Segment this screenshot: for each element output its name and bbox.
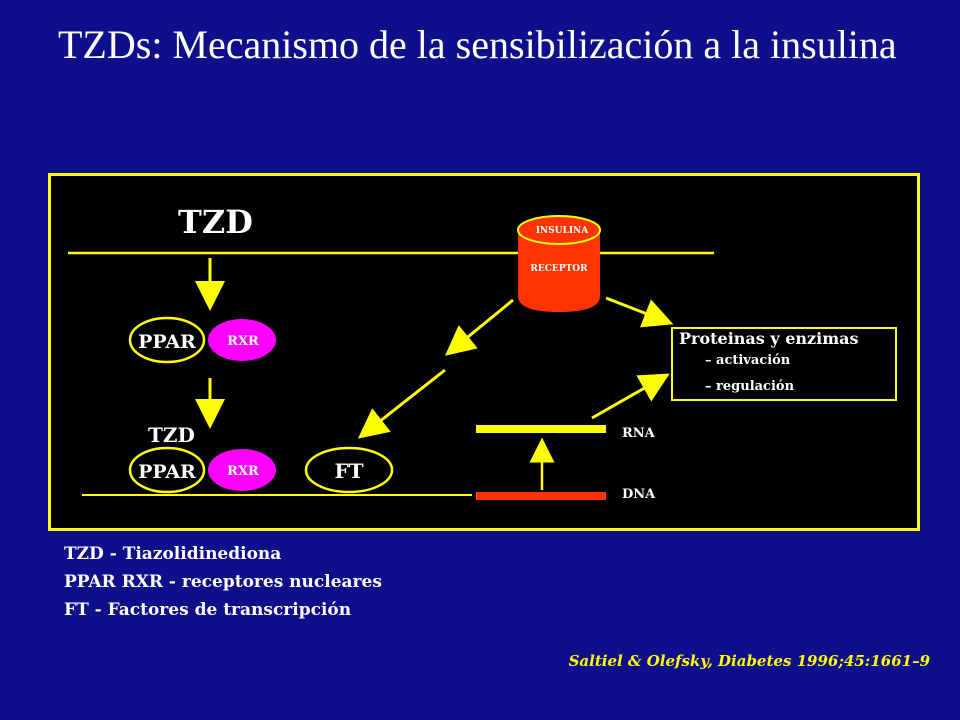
receptor-label: RECEPTOR bbox=[530, 264, 588, 274]
arrow-receptor-to-ft-1 bbox=[445, 298, 514, 356]
legend: TZD - Tiazolidinediona PPAR RXR - recept… bbox=[64, 540, 382, 624]
ppar-top-label: PPAR bbox=[138, 331, 196, 353]
insulin-receptor: INSULINA RECEPTOR bbox=[517, 215, 601, 312]
ft-label: FT bbox=[334, 459, 363, 483]
rxr-top-shape bbox=[208, 319, 276, 361]
proteins-box bbox=[671, 327, 897, 401]
ppar-bottom-label: PPAR bbox=[138, 461, 196, 483]
rxr-top-label: RXR bbox=[227, 334, 259, 349]
rxr-bottom-shape bbox=[208, 449, 276, 491]
dna-label: DNA bbox=[622, 487, 656, 502]
legend-item-ppar-rxr: PPAR RXR - receptores nucleares bbox=[64, 572, 382, 592]
arrow-rna-to-proteins bbox=[591, 373, 670, 420]
citation: Saltiel & Olefsky, Diabetes 1996;45:1661… bbox=[568, 652, 930, 670]
tzd-top-label: TZD bbox=[178, 203, 253, 241]
insulina-label: INSULINA bbox=[536, 226, 590, 236]
ppar-bottom-shape bbox=[128, 446, 206, 494]
proteins-item-activation: – activación bbox=[705, 353, 791, 368]
rna-label: RNA bbox=[622, 426, 656, 441]
proteins-item-regulation: – regulación bbox=[705, 379, 795, 394]
proteins-title: Proteinas y enzimas bbox=[679, 329, 859, 348]
ft-shape bbox=[304, 446, 394, 494]
arrow-receptor-to-ft-2 bbox=[357, 368, 446, 439]
ppar-top-shape bbox=[128, 316, 206, 364]
legend-item-tzd: TZD - Tiazolidinediona bbox=[64, 544, 282, 564]
rna-bar bbox=[476, 425, 606, 433]
tzd-bound-label: TZD bbox=[148, 423, 195, 447]
arrow-receptor-to-proteins bbox=[605, 296, 674, 328]
slide-title: TZDs: Mecanismo de la sensibilización a … bbox=[58, 22, 897, 67]
rxr-bottom-label: RXR bbox=[227, 464, 259, 479]
dna-bar bbox=[476, 492, 606, 500]
legend-item-ft: FT - Factores de transcripción bbox=[64, 600, 352, 620]
